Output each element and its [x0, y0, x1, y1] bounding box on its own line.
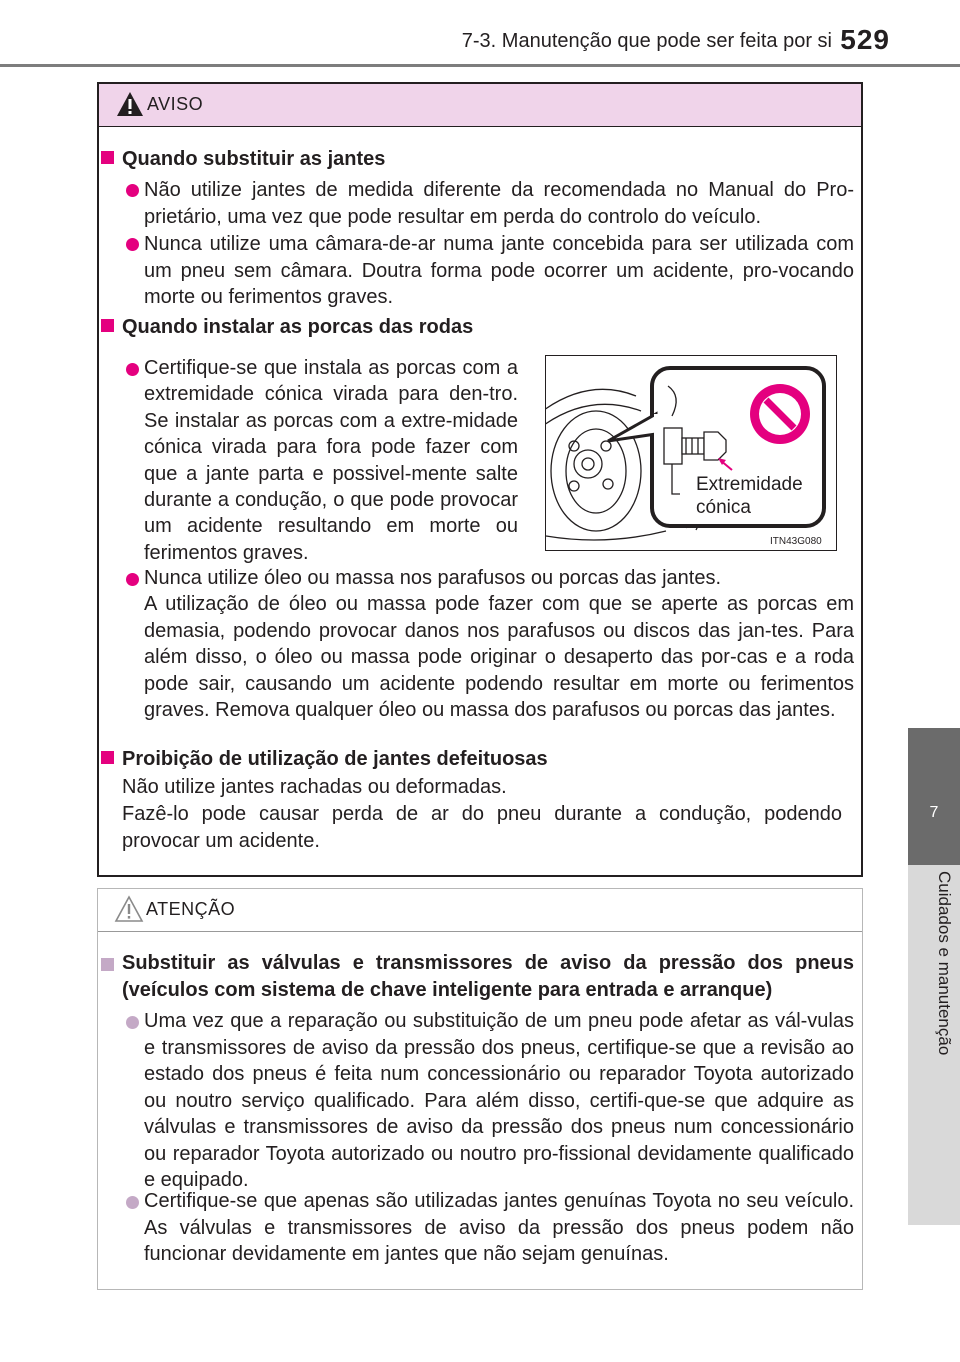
bullet-icon: [126, 1016, 139, 1029]
warning-sec3-title: Proibição de utilização de jantes defeit…: [122, 748, 548, 770]
warning-sec3-line2: Fazê-lo pode causar perda de ar do pneu …: [122, 803, 842, 852]
warning-header: AVISO: [99, 84, 861, 127]
chapter-tab: 7: [908, 728, 960, 865]
page-header: 7-3. Manutenção que pode ser feita por s…: [0, 0, 960, 67]
warning-box: AVISO: [97, 82, 863, 877]
section-title: 7-3. Manutenção que pode ser feita por s…: [461, 30, 832, 52]
warning-label: AVISO: [147, 94, 204, 114]
wheel-nut-illustration: Extremidade cónica ITN43G080: [546, 366, 826, 547]
bullet-icon: [126, 363, 139, 376]
warning-sec2-heading: Quando instalar as porcas das rodas: [101, 314, 473, 341]
figure-label-line1: Extremidade: [696, 474, 803, 495]
square-bullet-icon: [101, 958, 114, 971]
caution-label: ATENÇÃO: [146, 899, 236, 919]
chapter-title: Cuidados e manutenção: [935, 871, 954, 1056]
figure-code: ITN43G080: [770, 536, 822, 547]
bullet-icon: [126, 1196, 139, 1209]
square-bullet-icon: [101, 151, 114, 164]
warning-sec1-bullet2: Nunca utilize uma câmara-de-ar numa jant…: [144, 233, 854, 308]
bullet-icon: [126, 238, 139, 251]
caution-header: ATENÇÃO: [98, 889, 862, 932]
warning-triangle-icon: [117, 92, 143, 116]
page-number: 529: [840, 24, 890, 55]
square-bullet-icon: [101, 319, 114, 332]
caution-box: ATENÇÃO: [97, 888, 863, 1290]
caution-triangle-icon: [114, 895, 144, 922]
warning-sec1-title: Quando substituir as jantes: [122, 148, 386, 170]
warning-sec2-bullet2-line1: Nunca utilize óleo ou massa nos parafuso…: [144, 567, 722, 589]
warning-sec2-bullet1: Certifique-se que instala as porcas com …: [144, 357, 518, 564]
warning-sec2-bullet2-body: A utilização de óleo ou massa pode fazer…: [144, 593, 854, 721]
warning-sec3-line1: Não utilize jantes rachadas ou deformada…: [122, 776, 507, 798]
caution-bullet2: Certifique-se que apenas são utilizadas …: [144, 1190, 854, 1265]
caution-bullet1: Uma vez que a reparação ou substituição …: [144, 1010, 854, 1191]
bullet-icon: [126, 573, 139, 586]
square-bullet-icon: [101, 751, 114, 764]
bullet-icon: [126, 184, 139, 197]
chapter-number: 7: [929, 804, 939, 821]
warning-sec1-heading: Quando substituir as jantes: [101, 146, 385, 173]
header-rule: [0, 64, 960, 67]
caution-title: Substituir as válvulas e transmissores d…: [122, 952, 854, 1001]
warning-sec3-heading: Proibição de utilização de jantes defeit…: [101, 746, 548, 773]
warning-sec1-bullet1: Não utilize jantes de medida diferente d…: [144, 179, 854, 228]
chapter-title-band: Cuidados e manutenção: [908, 865, 960, 1225]
warning-sec2-title: Quando instalar as porcas das rodas: [122, 316, 474, 338]
figure-label-line2: cónica: [696, 497, 751, 518]
lug-nut-figure: Extremidade cónica ITN43G080: [545, 355, 837, 551]
